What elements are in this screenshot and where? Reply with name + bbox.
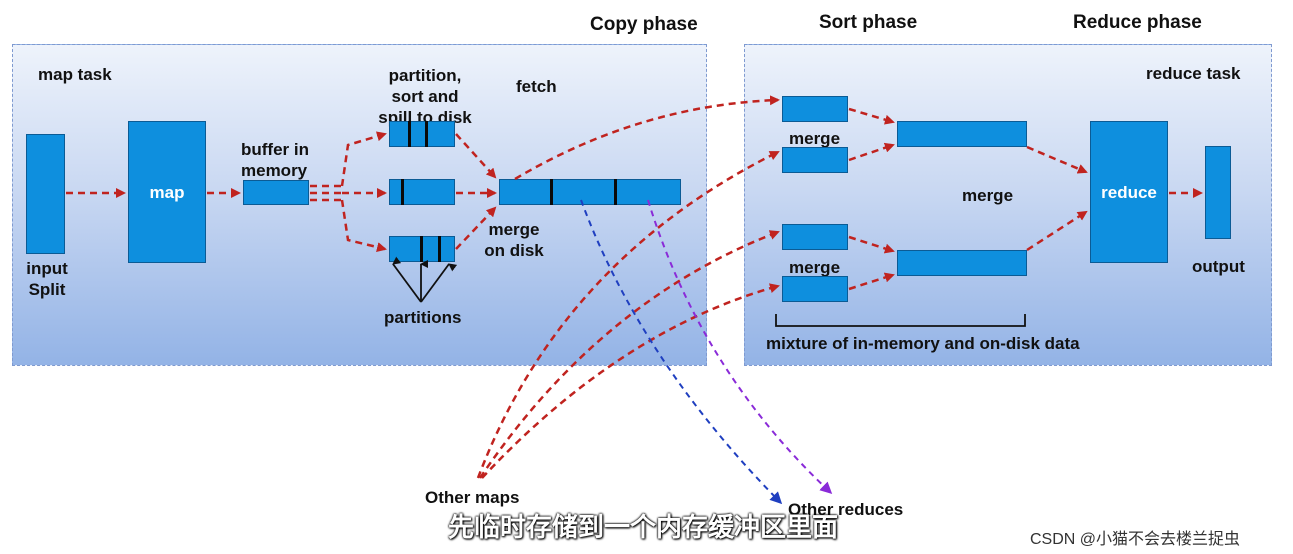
arrow-seg3-to-merged-bottom (848, 235, 895, 254)
merge-on-disk-label: merge on disk (484, 220, 544, 260)
spill-file-1 (389, 121, 455, 147)
input-split-box (26, 134, 65, 254)
mixture-label: mixture of in-memory and on-disk data (766, 334, 1080, 353)
merge-center-label: merge (962, 186, 1014, 205)
memory-buffer-box (243, 180, 309, 205)
arrow-to-other-reduces-purple (647, 199, 833, 495)
spill-file-3-divider-a (420, 236, 423, 262)
reduce-box-label: reduce (1101, 183, 1157, 202)
sort-phase-heading: Sort phase (819, 12, 918, 33)
merged-file-box (499, 179, 681, 205)
arrow-othermaps-segment-3 (478, 230, 780, 479)
partitions-label: partitions (384, 308, 462, 327)
arrow-merged-bottom-to-reduce (1026, 210, 1088, 252)
spill-file-1-divider-a (408, 121, 411, 147)
input-split-label: input Split (26, 259, 68, 299)
arrow-to-other-reduces-blue (580, 199, 783, 505)
reduce-box (1090, 121, 1168, 263)
merge-top-label: merge (789, 129, 841, 148)
arrow-othermaps-segment-4 (481, 283, 780, 479)
arrow-to-spill-3 (340, 199, 387, 252)
other-reduces-label: Other reduces (788, 500, 904, 519)
arrow-othermaps-segment-2 (476, 150, 780, 479)
merged-segment-top (897, 121, 1027, 147)
map-task-title: map task (38, 65, 112, 84)
spill-file-2 (389, 179, 455, 205)
fetched-segment-2 (782, 147, 848, 173)
spill-file-1-divider-b (425, 121, 428, 147)
arrow-spill-1-to-merge (455, 133, 497, 179)
arrow-fetch-segment-1 (514, 95, 780, 181)
fetched-segment-3 (782, 224, 848, 250)
fetch-label: fetch (516, 77, 557, 96)
arrow-seg1-to-merged-top (848, 107, 895, 125)
reduce-phase-heading: Reduce phase (1073, 12, 1202, 33)
merged-file-divider-a (550, 179, 553, 205)
partitions-pointer-a (392, 256, 422, 303)
reduce-task-title: reduce task (1146, 64, 1241, 83)
mixture-bracket (775, 314, 1026, 327)
map-box (128, 121, 206, 263)
merge-bottom-label: merge (789, 258, 841, 277)
fetched-segment-1 (782, 96, 848, 122)
partitions-pointer-c (420, 263, 458, 303)
output-label: output (1192, 257, 1245, 276)
fetched-segment-4 (782, 276, 848, 302)
arrow-to-spill-1 (340, 131, 387, 187)
copy-phase-heading: Copy phase (590, 14, 698, 35)
arrow-seg4-to-merged-bottom (848, 272, 895, 291)
output-box (1205, 146, 1231, 239)
spill-file-3-divider-b (438, 236, 441, 262)
arrow-spill-3-to-merge (455, 206, 497, 250)
map-task-panel (12, 44, 707, 366)
watermark: CSDN @小猫不会去楼兰捉虫 (1030, 531, 1241, 548)
merged-segment-bottom (897, 250, 1027, 276)
arrow-seg2-to-merged-top (848, 142, 895, 162)
merged-file-divider-b (614, 179, 617, 205)
buffer-label: buffer in memory (241, 140, 309, 180)
spill-file-2-divider (401, 179, 404, 205)
map-box-label: map (149, 183, 185, 202)
video-subtitle: 先临时存储到一个内存缓冲区里面 (448, 512, 839, 542)
arrow-merged-top-to-reduce (1026, 145, 1088, 174)
other-maps-label: Other maps (425, 488, 520, 507)
